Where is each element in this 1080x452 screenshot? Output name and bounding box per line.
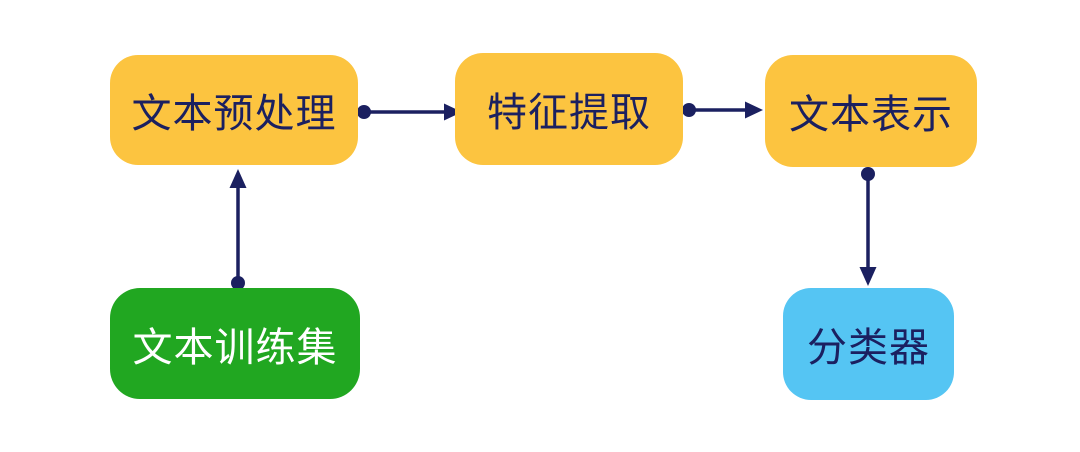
- node-feature-extraction[interactable]: 特征提取: [455, 53, 683, 165]
- arrow-feature-to-representation: [682, 101, 763, 119]
- node-classifier[interactable]: 分类器: [783, 288, 954, 400]
- arrow-training-to-preprocess: [229, 169, 247, 290]
- node-text-preprocessing-label: 文本预处理: [131, 92, 337, 136]
- node-text-representation-label: 文本表示: [789, 93, 953, 137]
- node-text-training-set[interactable]: 文本训练集: [110, 288, 360, 399]
- node-text-representation[interactable]: 文本表示: [765, 55, 977, 167]
- node-feature-extraction-label: 特征提取: [487, 91, 651, 135]
- node-classifier-label: 分类器: [807, 326, 930, 370]
- node-text-training-set-label: 文本训练集: [132, 325, 338, 370]
- node-text-preprocessing[interactable]: 文本预处理: [110, 55, 358, 165]
- arrow-preprocess-to-feature: [357, 103, 462, 121]
- arrow-representation-to-classifier: [859, 167, 877, 286]
